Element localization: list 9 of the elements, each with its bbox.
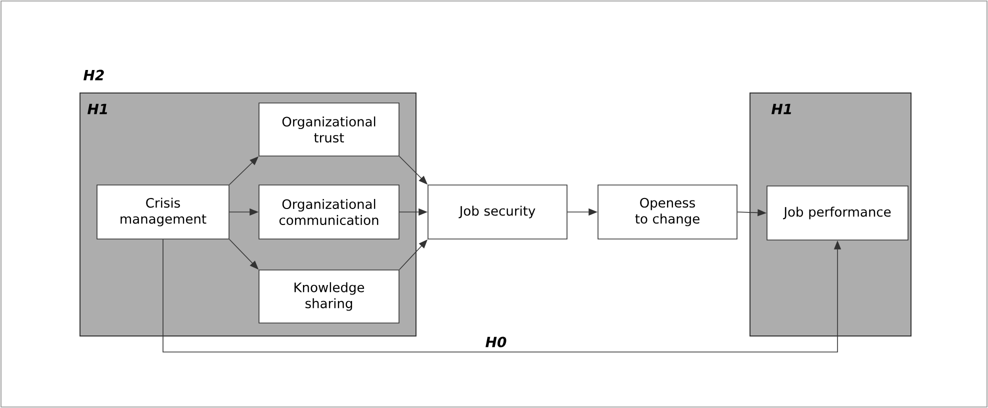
text-box: Job performance	[766, 186, 908, 240]
text-box: Organizational trust	[258, 102, 400, 156]
text-box: Openess to change	[598, 184, 738, 240]
text-box: Organizational communication	[258, 184, 400, 240]
text-box: Job security	[428, 184, 568, 240]
edge-label: H0	[486, 336, 506, 348]
node-label: H2	[84, 70, 104, 80]
text-box: Crisis management	[96, 184, 230, 240]
text-box: Knowledge sharing	[258, 270, 400, 324]
